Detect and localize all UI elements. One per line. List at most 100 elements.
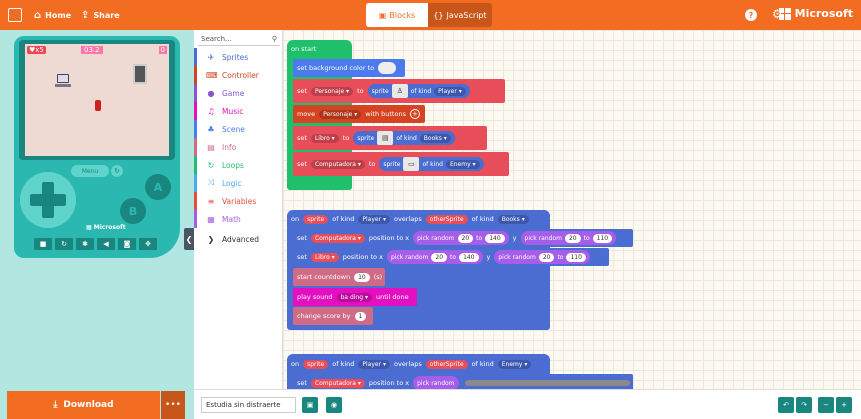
- set-position-computadora-block[interactable]: set Computadora ▾ position to x pick ran…: [293, 229, 633, 247]
- color-picker[interactable]: [378, 62, 397, 74]
- microsoft-logo[interactable]: Microsoft: [778, 7, 853, 20]
- set-computadora-block[interactable]: set Computadora ▾ to sprite ▭ of kind En…: [293, 152, 509, 176]
- computer-image-icon[interactable]: ▭: [403, 157, 420, 171]
- start-countdown-block[interactable]: start countdown 10 (s): [293, 268, 385, 286]
- share-button[interactable]: ⇪ Share: [81, 9, 120, 21]
- category-info[interactable]: ▤ Info: [194, 138, 283, 156]
- move-with-buttons-block[interactable]: move Personaje ▾ with buttons +: [293, 105, 425, 123]
- collapse-simulator-icon[interactable]: ❮: [184, 228, 194, 250]
- blocks-icon: ▣: [378, 10, 387, 20]
- category-advanced[interactable]: ❯Advanced: [194, 230, 283, 248]
- kind-dropdown[interactable]: Enemy ▾: [497, 359, 532, 369]
- home-icon: ⌂: [34, 9, 42, 21]
- home-button[interactable]: ⌂ Home: [34, 9, 72, 21]
- kind-dropdown[interactable]: Player ▾: [358, 359, 390, 369]
- blocks-workspace[interactable]: on start set background color to set Per…: [283, 30, 861, 389]
- variable-dropdown[interactable]: Computadora ▾: [310, 159, 365, 169]
- top-bar: ⌂ Home ⇪ Share ▣ Blocks {} JavaScript ? …: [0, 0, 861, 30]
- category-music[interactable]: ♫Music: [194, 102, 283, 120]
- change-score-block[interactable]: change score by 1: [293, 307, 373, 325]
- restart-icon[interactable]: ↻: [55, 238, 73, 250]
- javascript-tab[interactable]: {} JavaScript: [428, 3, 492, 27]
- screenshot-icon[interactable]: ◙: [118, 238, 136, 250]
- kind-dropdown[interactable]: Books ▾: [497, 214, 529, 224]
- more-options-button[interactable]: •••: [161, 391, 185, 419]
- overlap-header: on sprite of kind Player ▾ overlaps othe…: [287, 210, 533, 228]
- sound-dropdown[interactable]: ba ding ▾: [336, 292, 372, 302]
- undo-icon[interactable]: ↶: [778, 397, 794, 413]
- category-label: Math: [222, 214, 241, 224]
- scene-icon: ♣: [207, 124, 215, 134]
- fullscreen-icon[interactable]: ✥: [139, 238, 157, 250]
- other-sprite-param[interactable]: otherSprite: [425, 359, 468, 369]
- reset-icon[interactable]: ↻: [111, 165, 123, 177]
- category-controller[interactable]: ⌨Controller: [194, 66, 283, 84]
- set-personaje-block[interactable]: set Personaje ▾ to sprite ♙ of kind Play…: [293, 79, 505, 103]
- a-button[interactable]: A: [145, 174, 171, 200]
- horizontal-scrollbar[interactable]: [465, 380, 630, 386]
- menu-button[interactable]: Menu: [71, 165, 109, 177]
- variable-dropdown[interactable]: Libro ▾: [310, 252, 339, 262]
- sprite-create-block[interactable]: sprite ▤ of kind Books ▾: [353, 131, 455, 145]
- category-logic[interactable]: ⤨Logic: [194, 174, 283, 192]
- toolbox-search-input[interactable]: Search... ⚲: [198, 32, 280, 46]
- category-label: Info: [222, 142, 237, 152]
- sound-icon[interactable]: ◀: [97, 238, 115, 250]
- blocks-tab[interactable]: ▣ Blocks: [366, 3, 428, 27]
- play-sound-block[interactable]: play sound ba ding ▾ until done: [293, 288, 417, 306]
- help-icon[interactable]: ?: [745, 9, 757, 21]
- debug-icon[interactable]: ✱: [76, 238, 94, 250]
- variable-dropdown[interactable]: Libro ▾: [310, 133, 339, 143]
- info-icon: ▤: [207, 142, 215, 152]
- variable-dropdown[interactable]: Computadora ▾: [310, 233, 365, 243]
- redo-icon[interactable]: ↷: [796, 397, 812, 413]
- book-sprite: [133, 64, 147, 84]
- editor-mode-toggle: ▣ Blocks {} JavaScript: [366, 3, 492, 27]
- category-label: Music: [222, 106, 244, 116]
- category-game[interactable]: ●Game: [194, 84, 283, 102]
- sprite-image-icon[interactable]: ♙: [391, 84, 408, 98]
- gear-icon[interactable]: ⚙: [772, 7, 783, 21]
- game-console: ♥x5 03.2 0 Menu ↻ A B ▦ Microsoft: [14, 36, 180, 258]
- project-name-input[interactable]: Estudia sin distraerte: [201, 397, 296, 413]
- kind-dropdown[interactable]: Enemy ▾: [445, 159, 480, 169]
- save-icon[interactable]: ▣: [302, 397, 318, 413]
- variable-dropdown[interactable]: Computadora ▾: [310, 378, 365, 388]
- category-scene[interactable]: ♣Scene: [194, 120, 283, 138]
- download-button[interactable]: ⤓ Download: [7, 391, 160, 419]
- pick-random-block[interactable]: pick random: [413, 376, 459, 389]
- zoom-out-icon[interactable]: −: [818, 397, 834, 413]
- logo-icon[interactable]: [8, 8, 22, 22]
- zoom-in-icon[interactable]: +: [836, 397, 852, 413]
- variable-dropdown[interactable]: Personaje ▾: [310, 86, 354, 96]
- sprite-create-block[interactable]: sprite ▭ of kind Enemy ▾: [379, 157, 484, 171]
- set-background-block[interactable]: set background color to: [293, 59, 405, 77]
- stop-icon[interactable]: ■: [34, 238, 52, 250]
- kind-dropdown[interactable]: Player ▾: [434, 86, 466, 96]
- overlap-header: on sprite of kind Player ▾ overlaps othe…: [287, 355, 535, 373]
- sprite-param[interactable]: sprite: [303, 359, 329, 369]
- other-sprite-param[interactable]: otherSprite: [425, 214, 468, 224]
- set-libro-block[interactable]: set Libro ▾ to sprite ▤ of kind Books ▾: [293, 126, 487, 150]
- add-icon[interactable]: +: [409, 109, 420, 119]
- sprite-create-block[interactable]: sprite ♙ of kind Player ▾: [367, 84, 470, 98]
- category-loops[interactable]: ↻Loops: [194, 156, 283, 174]
- sprite-param[interactable]: sprite: [303, 214, 329, 224]
- kind-dropdown[interactable]: Books ▾: [419, 133, 451, 143]
- kind-dropdown[interactable]: Player ▾: [358, 214, 390, 224]
- simulator-toolbar: ■ ↻ ✱ ◀ ◙ ✥: [34, 238, 157, 250]
- category-variables[interactable]: ≡Variables: [194, 192, 283, 210]
- b-button[interactable]: B: [120, 198, 146, 224]
- category-sprites[interactable]: ✈Sprites: [194, 48, 283, 66]
- book-image-icon[interactable]: ▤: [377, 131, 394, 145]
- category-math[interactable]: ▦Math: [194, 210, 283, 228]
- game-screen[interactable]: ♥x5 03.2 0: [25, 44, 169, 156]
- variable-dropdown[interactable]: Personaje ▾: [319, 109, 362, 119]
- dpad[interactable]: [20, 172, 76, 228]
- github-icon[interactable]: ◉: [326, 397, 342, 413]
